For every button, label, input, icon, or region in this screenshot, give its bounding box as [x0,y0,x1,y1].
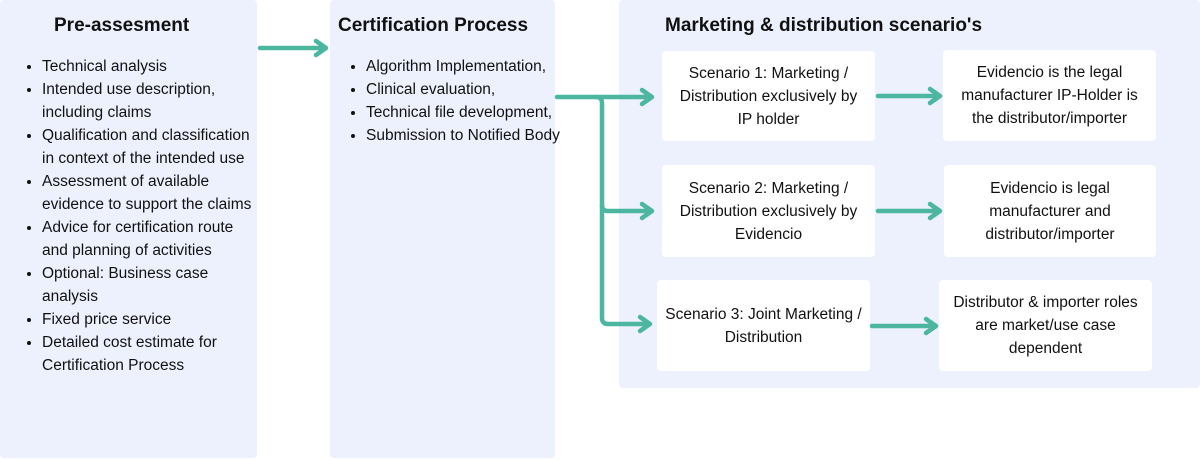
list-item: Submission to Notified Body [366,124,561,147]
certification-panel: Certification Process Algorithm Implemen… [330,0,560,458]
list-item: Clinical evaluation, [366,78,561,101]
list-item: Advice for certification route and plann… [42,216,262,262]
outcome-3-box: Distributor & importer roles are market/… [939,280,1152,371]
scenario-1-box: Scenario 1: Marketing / Distribution exc… [662,51,875,141]
arrow-s3-out [869,316,939,336]
list-item: Fixed price service [42,308,262,331]
list-item: Algorithm Implementation, [366,55,561,78]
list-item: Intended use description, including clai… [42,78,262,124]
list-item: Technical analysis [42,55,262,78]
list-item: Optional: Business case analysis [42,262,262,308]
certification-list: Algorithm Implementation, Clinical evalu… [346,55,561,147]
certification-title: Certification Process [338,15,529,36]
marketing-title: Marketing & distribution scenario's [665,15,983,36]
arrow-s2-out [875,201,943,221]
arrow-s1-out [875,86,943,106]
list-item: Qualification and classification in cont… [42,124,262,170]
scenario-2-box: Scenario 2: Marketing / Distribution exc… [662,165,875,257]
outcome-1-box: Evidencio is the legal manufacturer IP-H… [943,50,1156,141]
scenario-3-box: Scenario 3: Joint Marketing / Distributi… [657,280,870,371]
list-item: Detailed cost estimate for Certification… [42,331,262,377]
pre-assessment-title: Pre-assesment [54,15,190,36]
list-item: Assessment of available evidence to supp… [42,170,262,216]
pre-assessment-panel: Pre-assesment Technical analysis Intende… [0,0,257,458]
list-item: Technical file development, [366,101,561,124]
arrow-pre-to-cert [257,38,329,58]
arrow-cert-to-scenarios [554,87,655,334]
pre-assessment-list: Technical analysis Intended use descript… [22,55,262,377]
outcome-2-box: Evidencio is legal manufacturer and dist… [944,165,1156,257]
